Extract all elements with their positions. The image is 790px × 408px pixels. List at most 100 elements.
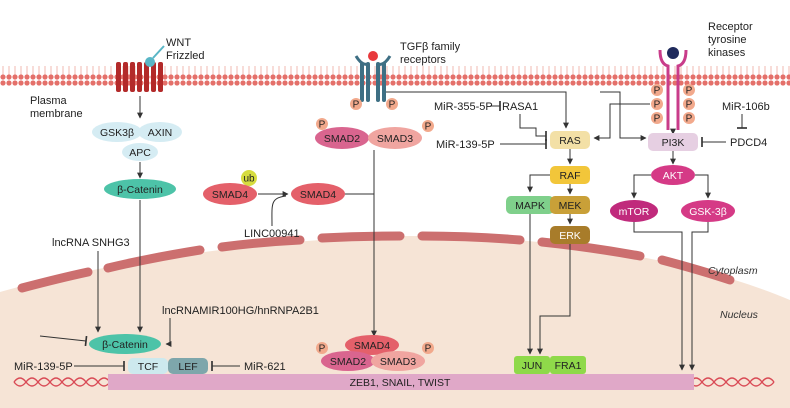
phospho-smad3 xyxy=(422,120,434,132)
smad3-nuc-node xyxy=(371,351,425,371)
phospho-smad3-nuc xyxy=(422,342,434,354)
phospho-label: P xyxy=(319,344,326,355)
gsk3b-2-label: GSK-3β xyxy=(689,206,727,218)
tcf-label: TCF xyxy=(138,361,158,373)
dna-strand xyxy=(13,377,775,387)
smad2-nuc-node xyxy=(321,351,375,371)
smad3-node xyxy=(368,127,422,149)
nucleus-label: Nucleus xyxy=(720,309,759,321)
lncrna-snhg3-label: lncRNA SNHG3 xyxy=(52,237,130,249)
smad2-label: SMAD2 xyxy=(324,133,360,145)
akt-label: AKT xyxy=(663,170,684,182)
phospho-label: P xyxy=(319,120,326,131)
smad4-nuc-node xyxy=(345,335,399,355)
wnt-ligand xyxy=(145,57,155,67)
phospho-label: P xyxy=(353,100,360,111)
lncrna-mir100hg-label: lncRNAMIR100HG/hnRNPA2B1 xyxy=(162,305,319,317)
mir139-ras-label: MiR-139-5P xyxy=(436,139,495,151)
beta-catenin-nuc-node xyxy=(89,334,161,354)
destruction-complex: GSK3β AXIN APC xyxy=(92,122,182,161)
tgfb-ligand xyxy=(368,51,378,61)
pdcd4-label: PDCD4 xyxy=(730,137,767,149)
mapk-node xyxy=(506,196,554,214)
raf-node xyxy=(550,166,590,184)
phospho-label: P xyxy=(686,100,693,111)
rasa1-label: RASA1 xyxy=(502,101,538,113)
mek-label: MEK xyxy=(559,200,582,212)
ubiquitin-label: ub xyxy=(243,174,255,185)
target-genes-label: ZEB1, SNAIL, TWIST xyxy=(350,377,451,389)
phospho-label: P xyxy=(654,114,661,125)
rtk-ligand xyxy=(667,47,679,59)
rtk-label-2: tyrosine xyxy=(708,34,747,46)
gsk3b-node: GSK3β xyxy=(100,127,134,139)
raf-label: RAF xyxy=(560,170,581,182)
smad3-label: SMAD3 xyxy=(377,133,413,145)
plasma-membrane xyxy=(0,66,790,86)
pi3k-node xyxy=(648,133,698,151)
mir139-tcf-label: MiR-139-5P xyxy=(14,361,73,373)
cytoplasm-label: Cytoplasm xyxy=(708,265,758,277)
axin-node: AXIN xyxy=(148,127,173,139)
mtor-node xyxy=(610,200,658,222)
mapk-label: MAPK xyxy=(515,200,545,212)
tgfb-label: TGFβ family xyxy=(400,41,461,53)
phospho-tgfb-1 xyxy=(350,98,362,110)
frizzled-receptor xyxy=(116,62,163,92)
lef-node xyxy=(168,358,208,374)
phospho-smad2-nuc xyxy=(316,342,328,354)
target-genes-bar xyxy=(108,374,694,390)
phospho-label: P xyxy=(389,100,396,111)
phospho-label: P xyxy=(425,122,432,133)
phospho-tgfb-2 xyxy=(386,98,398,110)
phospho-label: P xyxy=(686,86,693,97)
lef-label: LEF xyxy=(178,361,197,373)
beta-catenin-cyto-label: β-Catenin xyxy=(117,184,163,196)
smad4-ub-node xyxy=(203,183,257,205)
rtk-label: Receptor xyxy=(708,21,753,33)
smad4-nuc-label: SMAD4 xyxy=(354,340,390,352)
frizzled-label: Frizzled xyxy=(166,50,205,62)
rtk-receptor xyxy=(658,49,688,130)
erk-node xyxy=(550,226,590,244)
wnt-label: WNT xyxy=(166,37,191,49)
jun-label: JUN xyxy=(522,360,542,372)
smad4-label: SMAD4 xyxy=(300,189,336,201)
ubiquitin-node xyxy=(241,170,257,186)
erk-label: ERK xyxy=(559,230,581,242)
smad2-nuc-label: SMAD2 xyxy=(330,356,366,368)
phospho-label: P xyxy=(686,114,693,125)
mtor-label: mTOR xyxy=(619,206,650,218)
plasma-membrane-label-2: membrane xyxy=(30,108,83,120)
ras-label: RAS xyxy=(559,135,581,147)
phospho-label: P xyxy=(654,100,661,111)
mek-node xyxy=(550,196,590,214)
fra1-node xyxy=(550,356,586,374)
pi3k-label: PI3K xyxy=(662,137,685,149)
rtk-phospho-sites: P P P P P P xyxy=(651,84,695,125)
linc00941-label: LINC00941 xyxy=(244,228,300,240)
akt-node xyxy=(651,165,695,185)
phospho-label: P xyxy=(654,86,661,97)
nuclear-envelope xyxy=(17,231,735,293)
smad2-node xyxy=(315,127,369,149)
beta-catenin-nuc-label: β-Catenin xyxy=(102,339,148,351)
gsk3b-2-node xyxy=(681,200,735,222)
plasma-membrane-label: Plasma xyxy=(30,95,68,107)
ras-node xyxy=(550,131,590,149)
smad4-ub-label: SMAD4 xyxy=(212,189,248,201)
mir106b-label: MiR-106b xyxy=(722,101,770,113)
smad4-node xyxy=(291,183,345,205)
mir355-label: MiR-355-5P xyxy=(434,101,493,113)
beta-catenin-cyto-node xyxy=(104,179,176,199)
tgfb-label-2: receptors xyxy=(400,54,446,66)
rtk-label-3: kinases xyxy=(708,47,746,59)
jun-node xyxy=(514,356,550,374)
fra1-label: FRA1 xyxy=(555,360,582,372)
mir621-label: MiR-621 xyxy=(244,361,286,373)
apc-node: APC xyxy=(129,147,151,159)
phospho-label: P xyxy=(425,344,432,355)
tcf-node xyxy=(128,358,168,374)
